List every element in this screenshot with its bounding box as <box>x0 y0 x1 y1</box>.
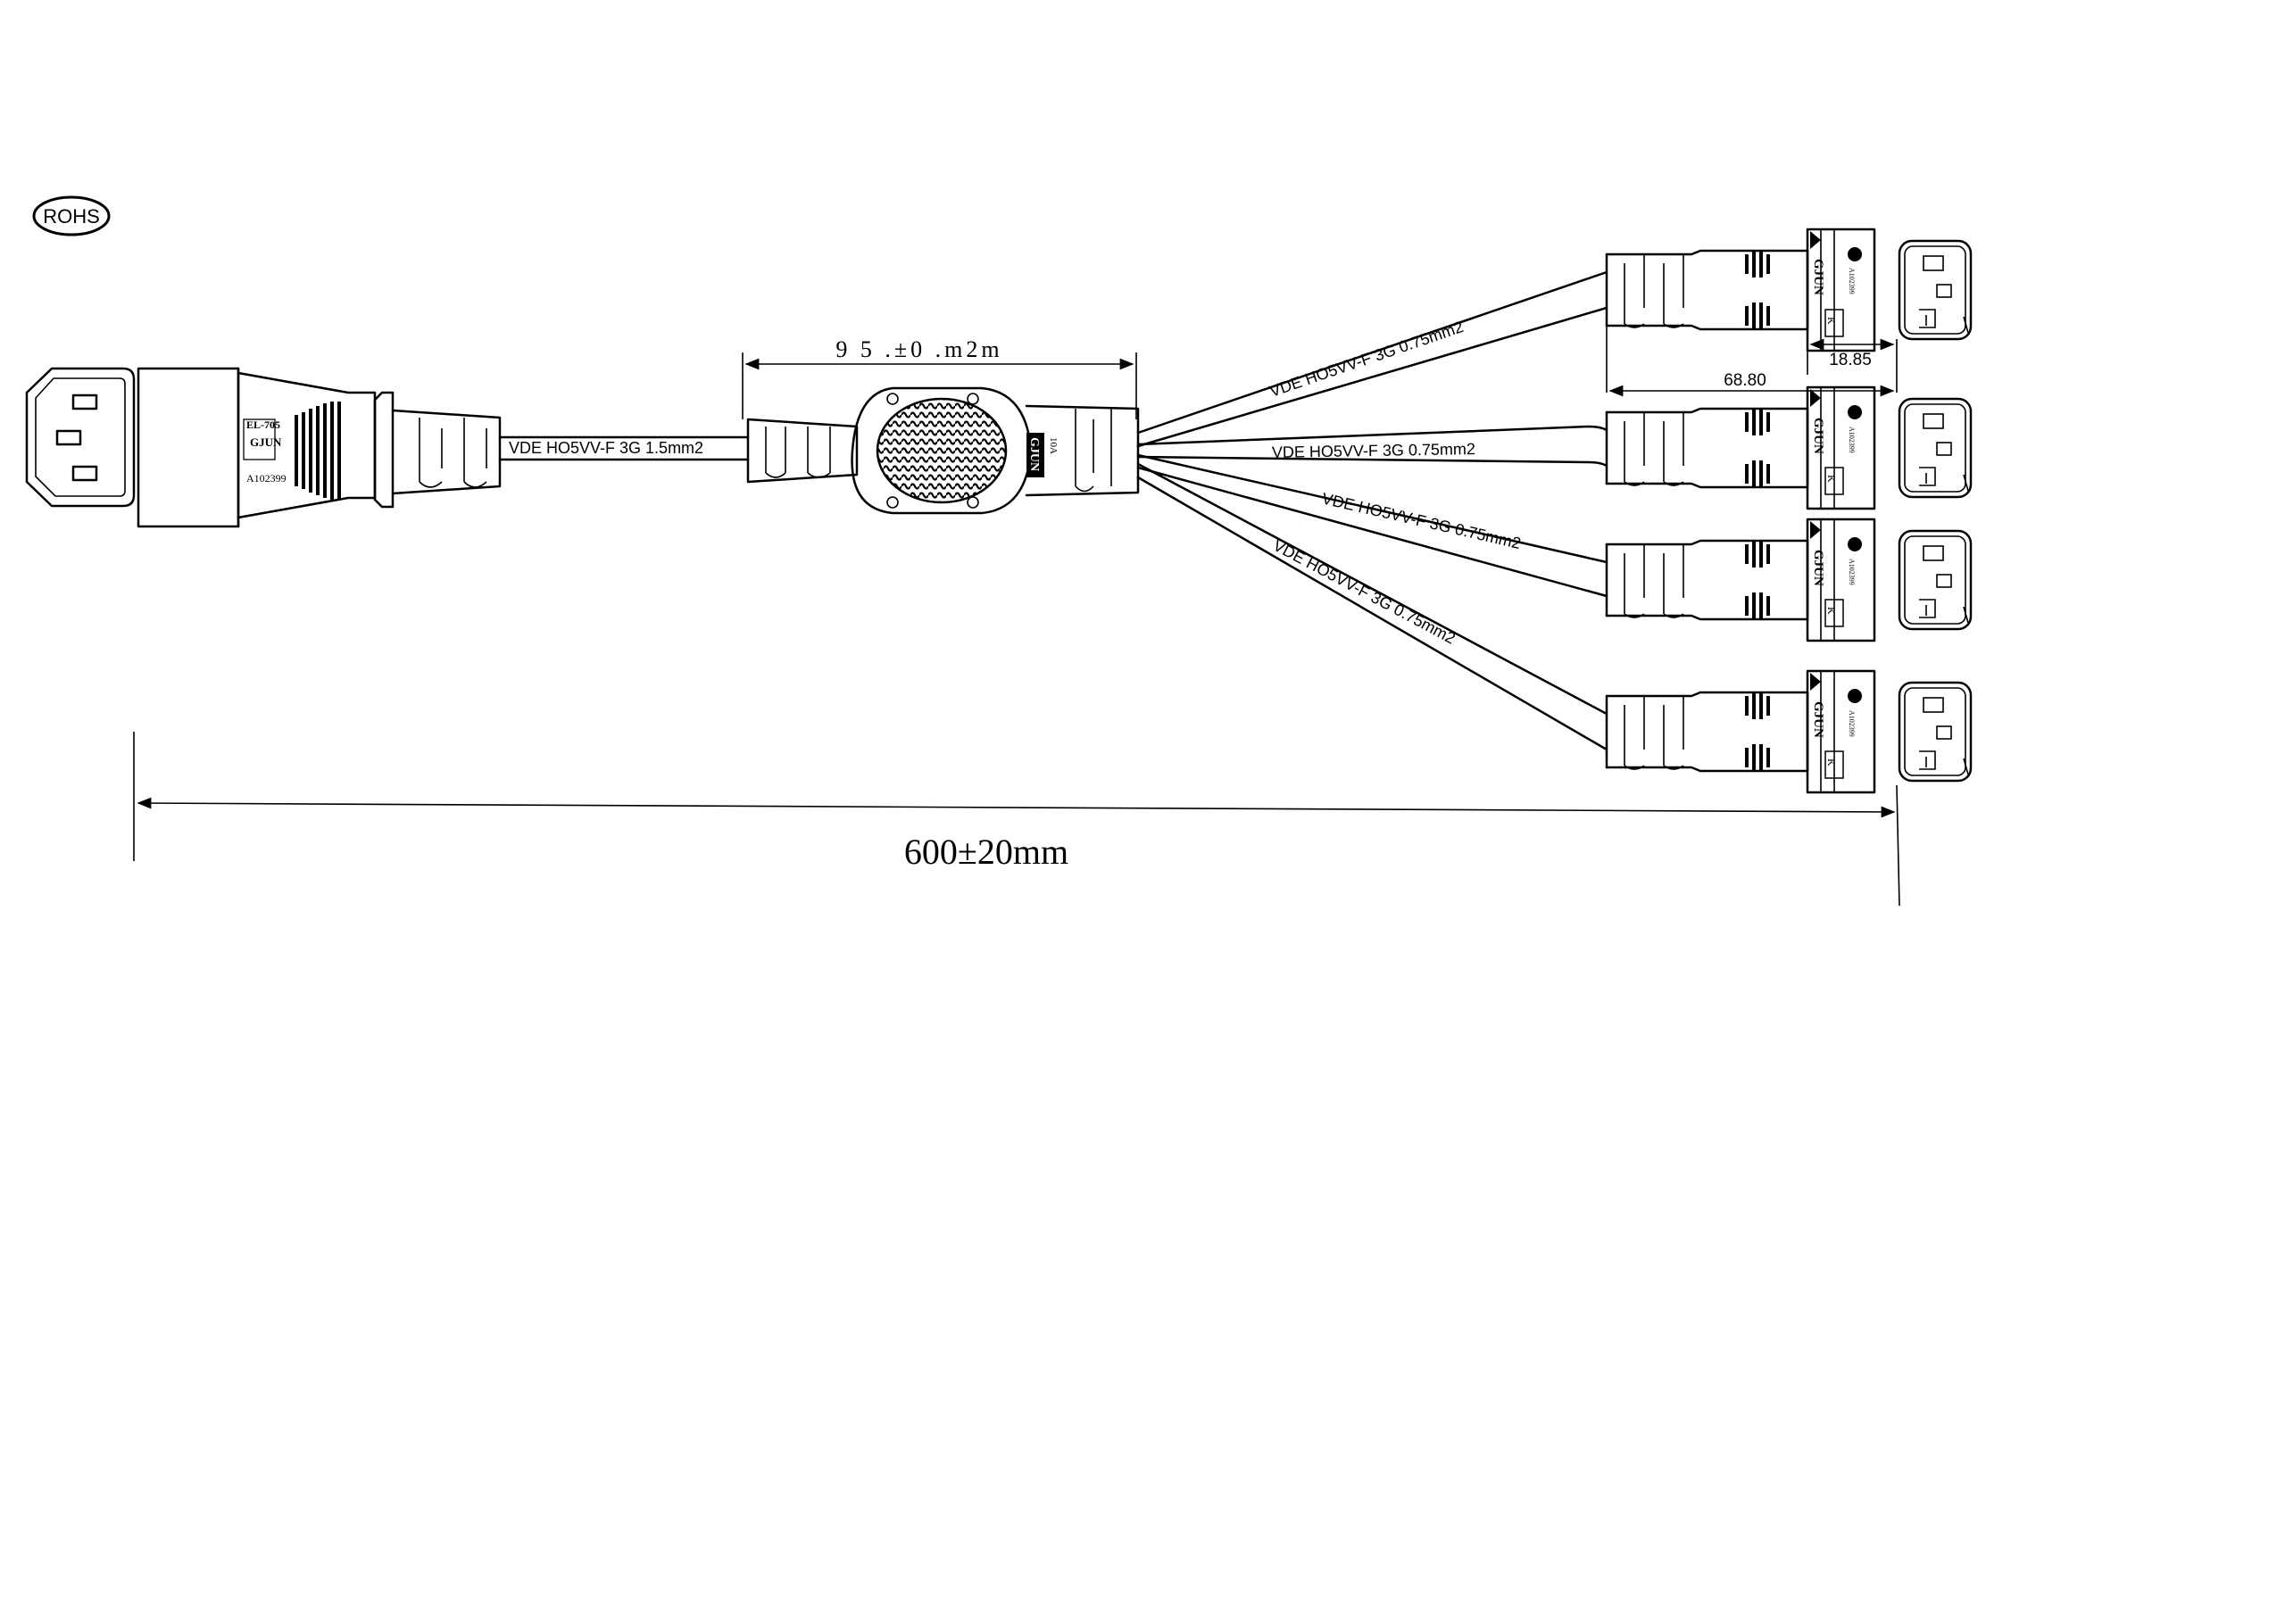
main-cable <box>498 435 750 461</box>
main-brand-label: GJUN <box>250 435 282 449</box>
rohs-label: ROHS <box>43 205 100 228</box>
branch-mark-3: K <box>1825 607 1838 615</box>
main-cert-label: A102399 <box>246 472 287 485</box>
grip-ribs-main <box>295 402 341 500</box>
branch-mark-1: K <box>1825 317 1838 325</box>
dim-total-length: 600±20mm <box>904 832 1068 872</box>
branch-cert-1: A102399 <box>1848 268 1856 294</box>
branch-cert-3: A102399 <box>1848 559 1856 585</box>
branch-cables <box>1136 270 1608 751</box>
splitter-dimension: 9 5 .±0 .m2m <box>835 336 1002 362</box>
branch-brand-1: GJUN <box>1811 259 1825 295</box>
branch-plug-3 <box>1605 518 1973 642</box>
main-model-label: EL-705 <box>246 418 280 431</box>
inlet-pin-3 <box>71 465 98 482</box>
main-cable-label: VDE HO5VV-F 3G 1.5mm2 <box>509 439 703 457</box>
inlet-face <box>25 367 136 508</box>
rohs-badge <box>32 195 111 236</box>
branch-label-3: VDE HO5VV-F 3G 0.75mm2 <box>1320 489 1523 552</box>
splitter: GJUN 10A <box>746 386 1140 515</box>
splitter-brand-label: GJUN <box>1027 437 1041 471</box>
branch-plug-2 <box>1605 385 1973 510</box>
branch-plug-1 <box>1605 228 1973 352</box>
branch-mark-4: K <box>1825 758 1838 766</box>
branch-brand-3: GJUN <box>1811 550 1825 586</box>
dim-plug-total: 68.80 <box>1724 371 1766 390</box>
dim-plug-head: 18.85 <box>1829 351 1872 369</box>
splitter-grip-mesh <box>876 397 1008 504</box>
connector-shell <box>137 367 240 528</box>
inlet-pin-1 <box>71 394 98 410</box>
branch-brand-4: GJUN <box>1811 701 1825 738</box>
branch-label-2: VDE HO5VV-F 3G 0.75mm2 <box>1272 440 1475 461</box>
branch-label-4: VDE HO5VV-F 3G 0.75mm2 <box>1270 536 1458 648</box>
branch-cert-4: A102399 <box>1848 710 1856 737</box>
main-connector: EL-705 GJUN A102399 <box>25 367 502 528</box>
branch-brand-2: GJUN <box>1811 418 1825 454</box>
branch-plug-4 <box>1605 669 1973 794</box>
inlet-pin-2 <box>55 429 82 446</box>
branch-cert-2: A102399 <box>1848 427 1856 453</box>
branch-mark-2: K <box>1825 475 1838 483</box>
splitter-rating-label: 10A <box>1048 437 1059 454</box>
